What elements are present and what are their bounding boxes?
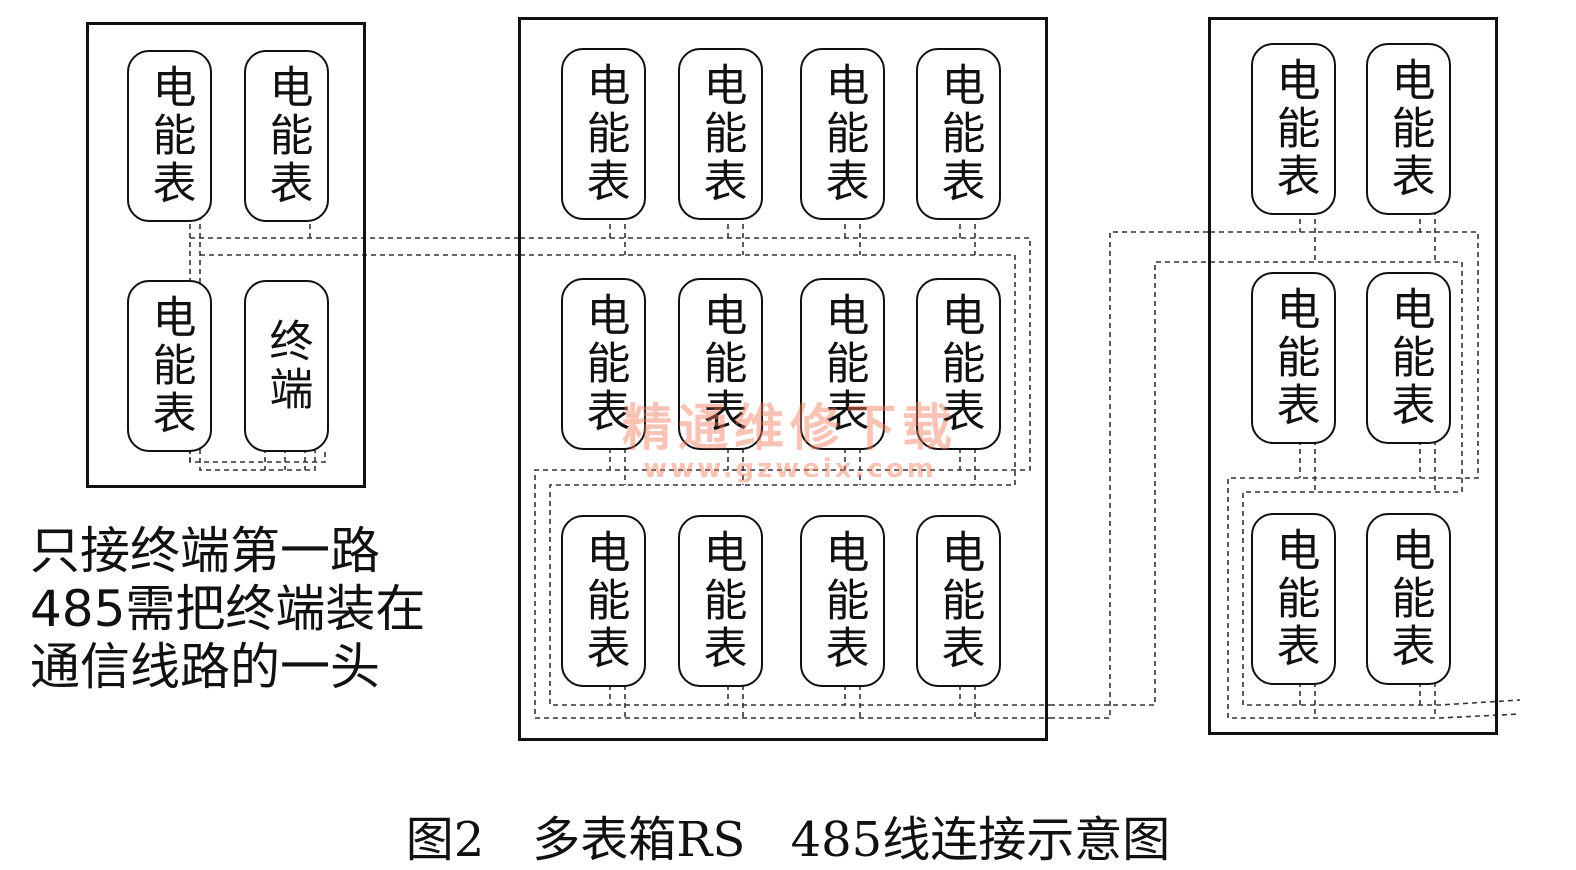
meter-right-1: 电能表 [1251,43,1336,215]
meter-left-3: 电能表 [127,280,212,452]
figure-caption: 图2 多表箱RS 485线连接示意图 [405,812,1171,868]
note-line-2: 485需把终端装在 [30,580,426,638]
meter-middle-11: 电能表 [800,515,885,687]
meter-middle-5: 电能表 [561,278,646,450]
meter-middle-9: 电能表 [561,515,646,687]
terminal-device: 终端 [244,280,329,452]
meter-right-4: 电能表 [1366,272,1451,444]
meter-middle-3: 电能表 [800,48,885,220]
meter-right-6: 电能表 [1366,513,1451,685]
meter-box-right [1208,17,1498,735]
note-line-3: 通信线路的一头 [30,638,380,696]
meter-middle-6: 电能表 [678,278,763,450]
meter-left-2: 电能表 [244,50,329,222]
meter-left-1: 电能表 [127,50,212,222]
meter-middle-12: 电能表 [916,515,1001,687]
meter-box-left [86,22,366,488]
meter-middle-8: 电能表 [916,278,1001,450]
meter-middle-1: 电能表 [561,48,646,220]
meter-right-2: 电能表 [1366,43,1451,215]
meter-right-3: 电能表 [1251,272,1336,444]
meter-middle-2: 电能表 [678,48,763,220]
wiring-note: 只接终端第一路 485需把终端装在 通信线路的一头 [30,522,490,696]
meter-middle-7: 电能表 [800,278,885,450]
meter-middle-10: 电能表 [678,515,763,687]
meter-box-middle [518,17,1048,741]
meter-right-5: 电能表 [1251,513,1336,685]
note-line-1: 只接终端第一路 [30,522,380,580]
meter-middle-4: 电能表 [916,48,1001,220]
